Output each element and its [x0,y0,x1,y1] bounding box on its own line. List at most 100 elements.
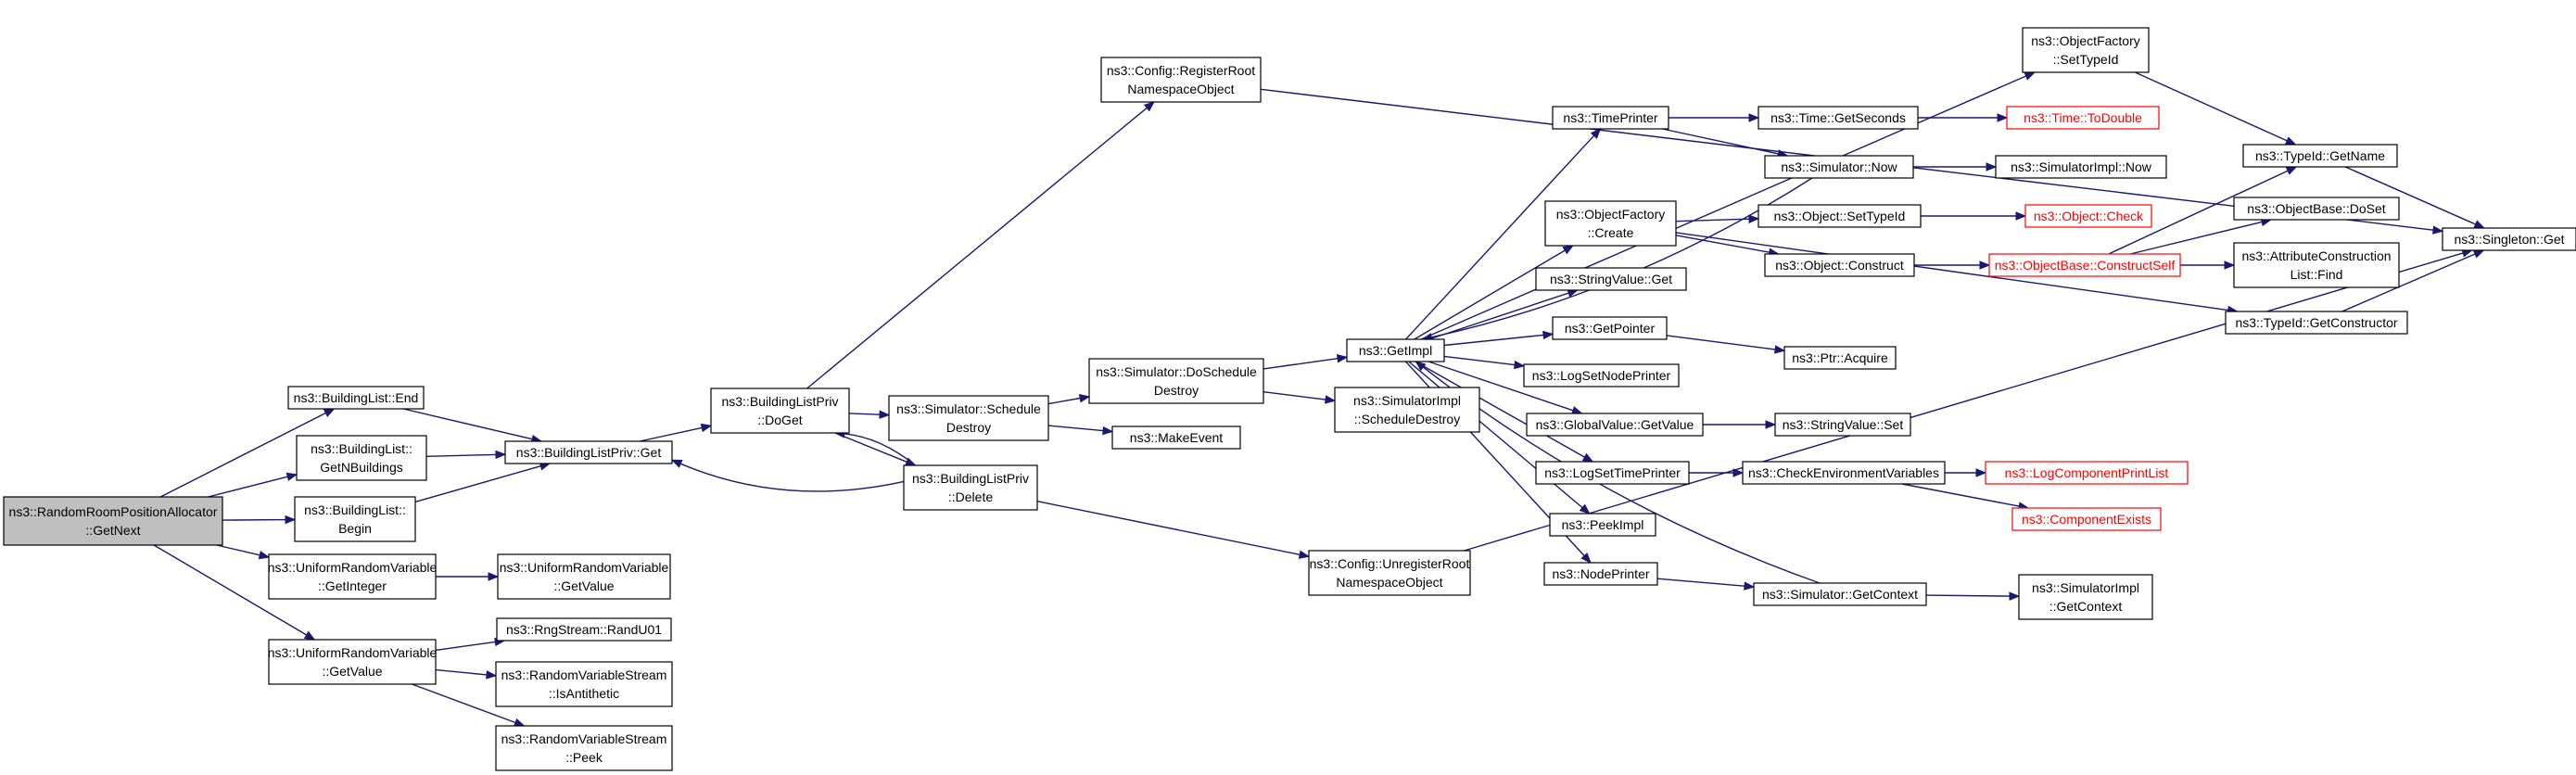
node-simulator-impl-schedule-destroy-label-1: ns3::SimulatorImpl [1353,393,1461,408]
node-object-base-construct-self[interactable]: ns3::ObjectBase::ConstructSelf [1988,253,2181,277]
node-ptr-acquire-box [1783,346,1897,370]
node-simulator-impl-get-context-box [2018,574,2153,620]
node-building-list-end[interactable]: ns3::BuildingList::End [287,386,425,410]
edge-line [435,641,496,652]
node-object-base-do-set[interactable]: ns3::ObjectBase::DoSet [2233,197,2400,221]
node-object-construct[interactable]: ns3::Object::Construct [1764,253,1915,277]
node-type-id-get-name[interactable]: ns3::TypeId::GetName [2242,144,2398,168]
node-make-event[interactable]: ns3::MakeEvent [1111,426,1241,450]
node-component-exists-label-1: ns3::ComponentExists [2022,512,2151,527]
node-simulator-impl-get-context[interactable]: ns3::SimulatorImpl::GetContext [2018,574,2153,620]
node-uniform-rv-get-value-a[interactable]: ns3::UniformRandomVariable::GetValue [268,639,438,685]
arrowhead-icon [1580,553,1592,565]
node-simulator-get-context[interactable]: ns3::Simulator::GetContext [1753,582,1927,606]
node-building-list-begin-box [294,496,416,542]
edge-line [425,453,497,457]
node-simulator-schedule-destroy[interactable]: ns3::Simulator::ScheduleDestroy [888,395,1049,441]
node-building-list-priv-do-get-label-2: ::DoGet [757,413,802,427]
arrowhead-icon [2473,220,2486,229]
arrowhead-icon [1744,581,1756,591]
node-object-factory-set-type-id[interactable]: ns3::ObjectFactory::SetTypeId [2022,27,2150,73]
node-check-environment-variables-label-1: ns3::CheckEnvironmentVariables [1748,465,1939,480]
edge-n42-n48 [2179,260,2236,270]
arrowhead-icon [1590,128,1602,139]
edge-line [412,683,516,724]
node-building-list-begin[interactable]: ns3::BuildingList::Begin [294,496,416,542]
edge-n19-n24 [1443,330,1554,347]
node-string-value-get[interactable]: ns3::StringValue::Get [1535,267,1687,291]
node-object-factory-create-box [1544,200,1677,247]
edge-line [639,426,703,442]
node-simulator-impl-schedule-destroy[interactable]: ns3::SimulatorImpl::ScheduleDestroy [1334,387,1480,433]
node-global-value-get-value[interactable]: ns3::GlobalValue::GetValue [1526,413,1704,437]
node-simulator-impl-schedule-destroy-box [1334,387,1480,433]
edge-n16-n20 [1263,391,1337,404]
node-ptr-acquire[interactable]: ns3::Ptr::Acquire [1783,346,1897,370]
node-component-exists[interactable]: ns3::ComponentExists [2011,507,2162,531]
edge-line [222,518,286,521]
edge-line [208,476,288,498]
node-log-component-print-list[interactable]: ns3::LogComponentPrintList [1985,461,2189,485]
edge-line [679,463,905,492]
node-rng-stream-rand-u01[interactable]: ns3::RngStream::RandU01 [496,617,672,642]
node-time-to-double[interactable]: ns3::Time::ToDouble [2006,106,2160,130]
edge-n24-n34 [1666,335,1786,354]
node-config-unregister-root-namespace-object[interactable]: ns3::Config::UnregisterRootNamespaceObje… [1308,550,1471,596]
node-random-variable-stream-is-antithetic[interactable]: ns3::RandomVariableStream::IsAntithetic [495,661,673,707]
edge-line [1662,128,1779,155]
edge-n36-n43 [1945,468,1987,477]
node-check-environment-variables[interactable]: ns3::CheckEnvironmentVariables [1742,461,1946,485]
node-time-get-seconds[interactable]: ns3::Time::GetSeconds [1758,106,1919,130]
node-simulator-get-context-box [1753,582,1927,606]
node-simulator-now[interactable]: ns3::Simulator::Now [1764,155,1914,179]
node-type-id-get-constructor[interactable]: ns3::TypeId::GetConstructor [2225,311,2408,335]
node-simulator-impl-now[interactable]: ns3::SimulatorImpl::Now [1995,155,2167,179]
node-random-room-get-next[interactable]: ns3::RandomRoomPositionAllocator::GetNex… [3,496,223,546]
node-get-impl[interactable]: ns3::GetImpl [1346,338,1445,362]
edge-n33-n42 [1913,260,1991,270]
node-get-pointer-box [1552,316,1668,340]
node-simulator-schedule-destroy-box [888,395,1049,441]
arrowhead-icon [286,472,298,481]
node-get-pointer[interactable]: ns3::GetPointer [1552,316,1668,340]
node-object-set-type-id[interactable]: ns3::Object::SetTypeId [1758,204,1922,228]
node-building-list-get-n-buildings[interactable]: ns3::BuildingList::GetNBuildings [296,435,427,481]
node-uniform-rv-get-integer[interactable]: ns3::UniformRandomVariable::GetInteger [268,553,438,600]
arrowhead-icon [1581,452,1594,463]
node-object-factory-create[interactable]: ns3::ObjectFactory::Create [1544,200,1677,247]
node-uniform-rv-get-value-b[interactable]: ns3::UniformRandomVariable::GetValue [497,553,671,600]
node-simulator-impl-now-box [1995,155,2167,179]
node-log-component-print-list-box [1985,461,2189,485]
arrowhead-icon [2285,166,2298,175]
arrowhead-icon [2284,136,2297,146]
node-random-variable-stream-is-antithetic-box [495,661,673,707]
node-log-set-node-printer[interactable]: ns3::LogSetNodePrinter [1523,363,1680,388]
node-building-list-priv-do-get[interactable]: ns3::BuildingListPriv::DoGet [710,388,850,434]
arrowhead-icon [1542,330,1554,340]
node-random-variable-stream-peek-label-1: ns3::RandomVariableStream [501,731,667,746]
node-uniform-rv-get-value-a-box [268,639,437,685]
node-random-room-get-next-label-2: ::GetNext [85,523,140,538]
node-building-list-priv-delete[interactable]: ns3::BuildingListPriv::Delete [903,464,1038,511]
node-singleton-get[interactable]: ns3::Singleton::Get [2442,227,2576,251]
node-log-set-time-printer[interactable]: ns3::LogSetTimePrinter [1535,461,1690,485]
node-string-value-set[interactable]: ns3::StringValue::Set [1774,413,1911,437]
arrowhead-icon [670,459,683,468]
edge-n14-n16 [1047,393,1091,405]
node-node-printer[interactable]: ns3::NodePrinter [1543,562,1658,586]
node-building-list-priv-get[interactable]: ns3::BuildingListPriv::Get [504,440,673,464]
node-random-variable-stream-peek[interactable]: ns3::RandomVariableStream::Peek [495,725,673,771]
edge-line [435,668,488,676]
node-object-check[interactable]: ns3::Object::Check [2024,204,2152,228]
node-peek-impl[interactable]: ns3::PeekImpl [1549,513,1656,537]
edge-n01-n06 [153,544,316,641]
arrowhead-icon [2015,211,2027,221]
node-time-printer[interactable]: ns3::TimePrinter [1552,106,1669,130]
node-string-value-get-label-1: ns3::StringValue::Get [1550,272,1672,286]
node-object-base-construct-self-box [1988,253,2181,277]
node-time-to-double-label-1: ns3::Time::ToDouble [2024,110,2142,125]
node-make-event-box [1111,426,1241,450]
